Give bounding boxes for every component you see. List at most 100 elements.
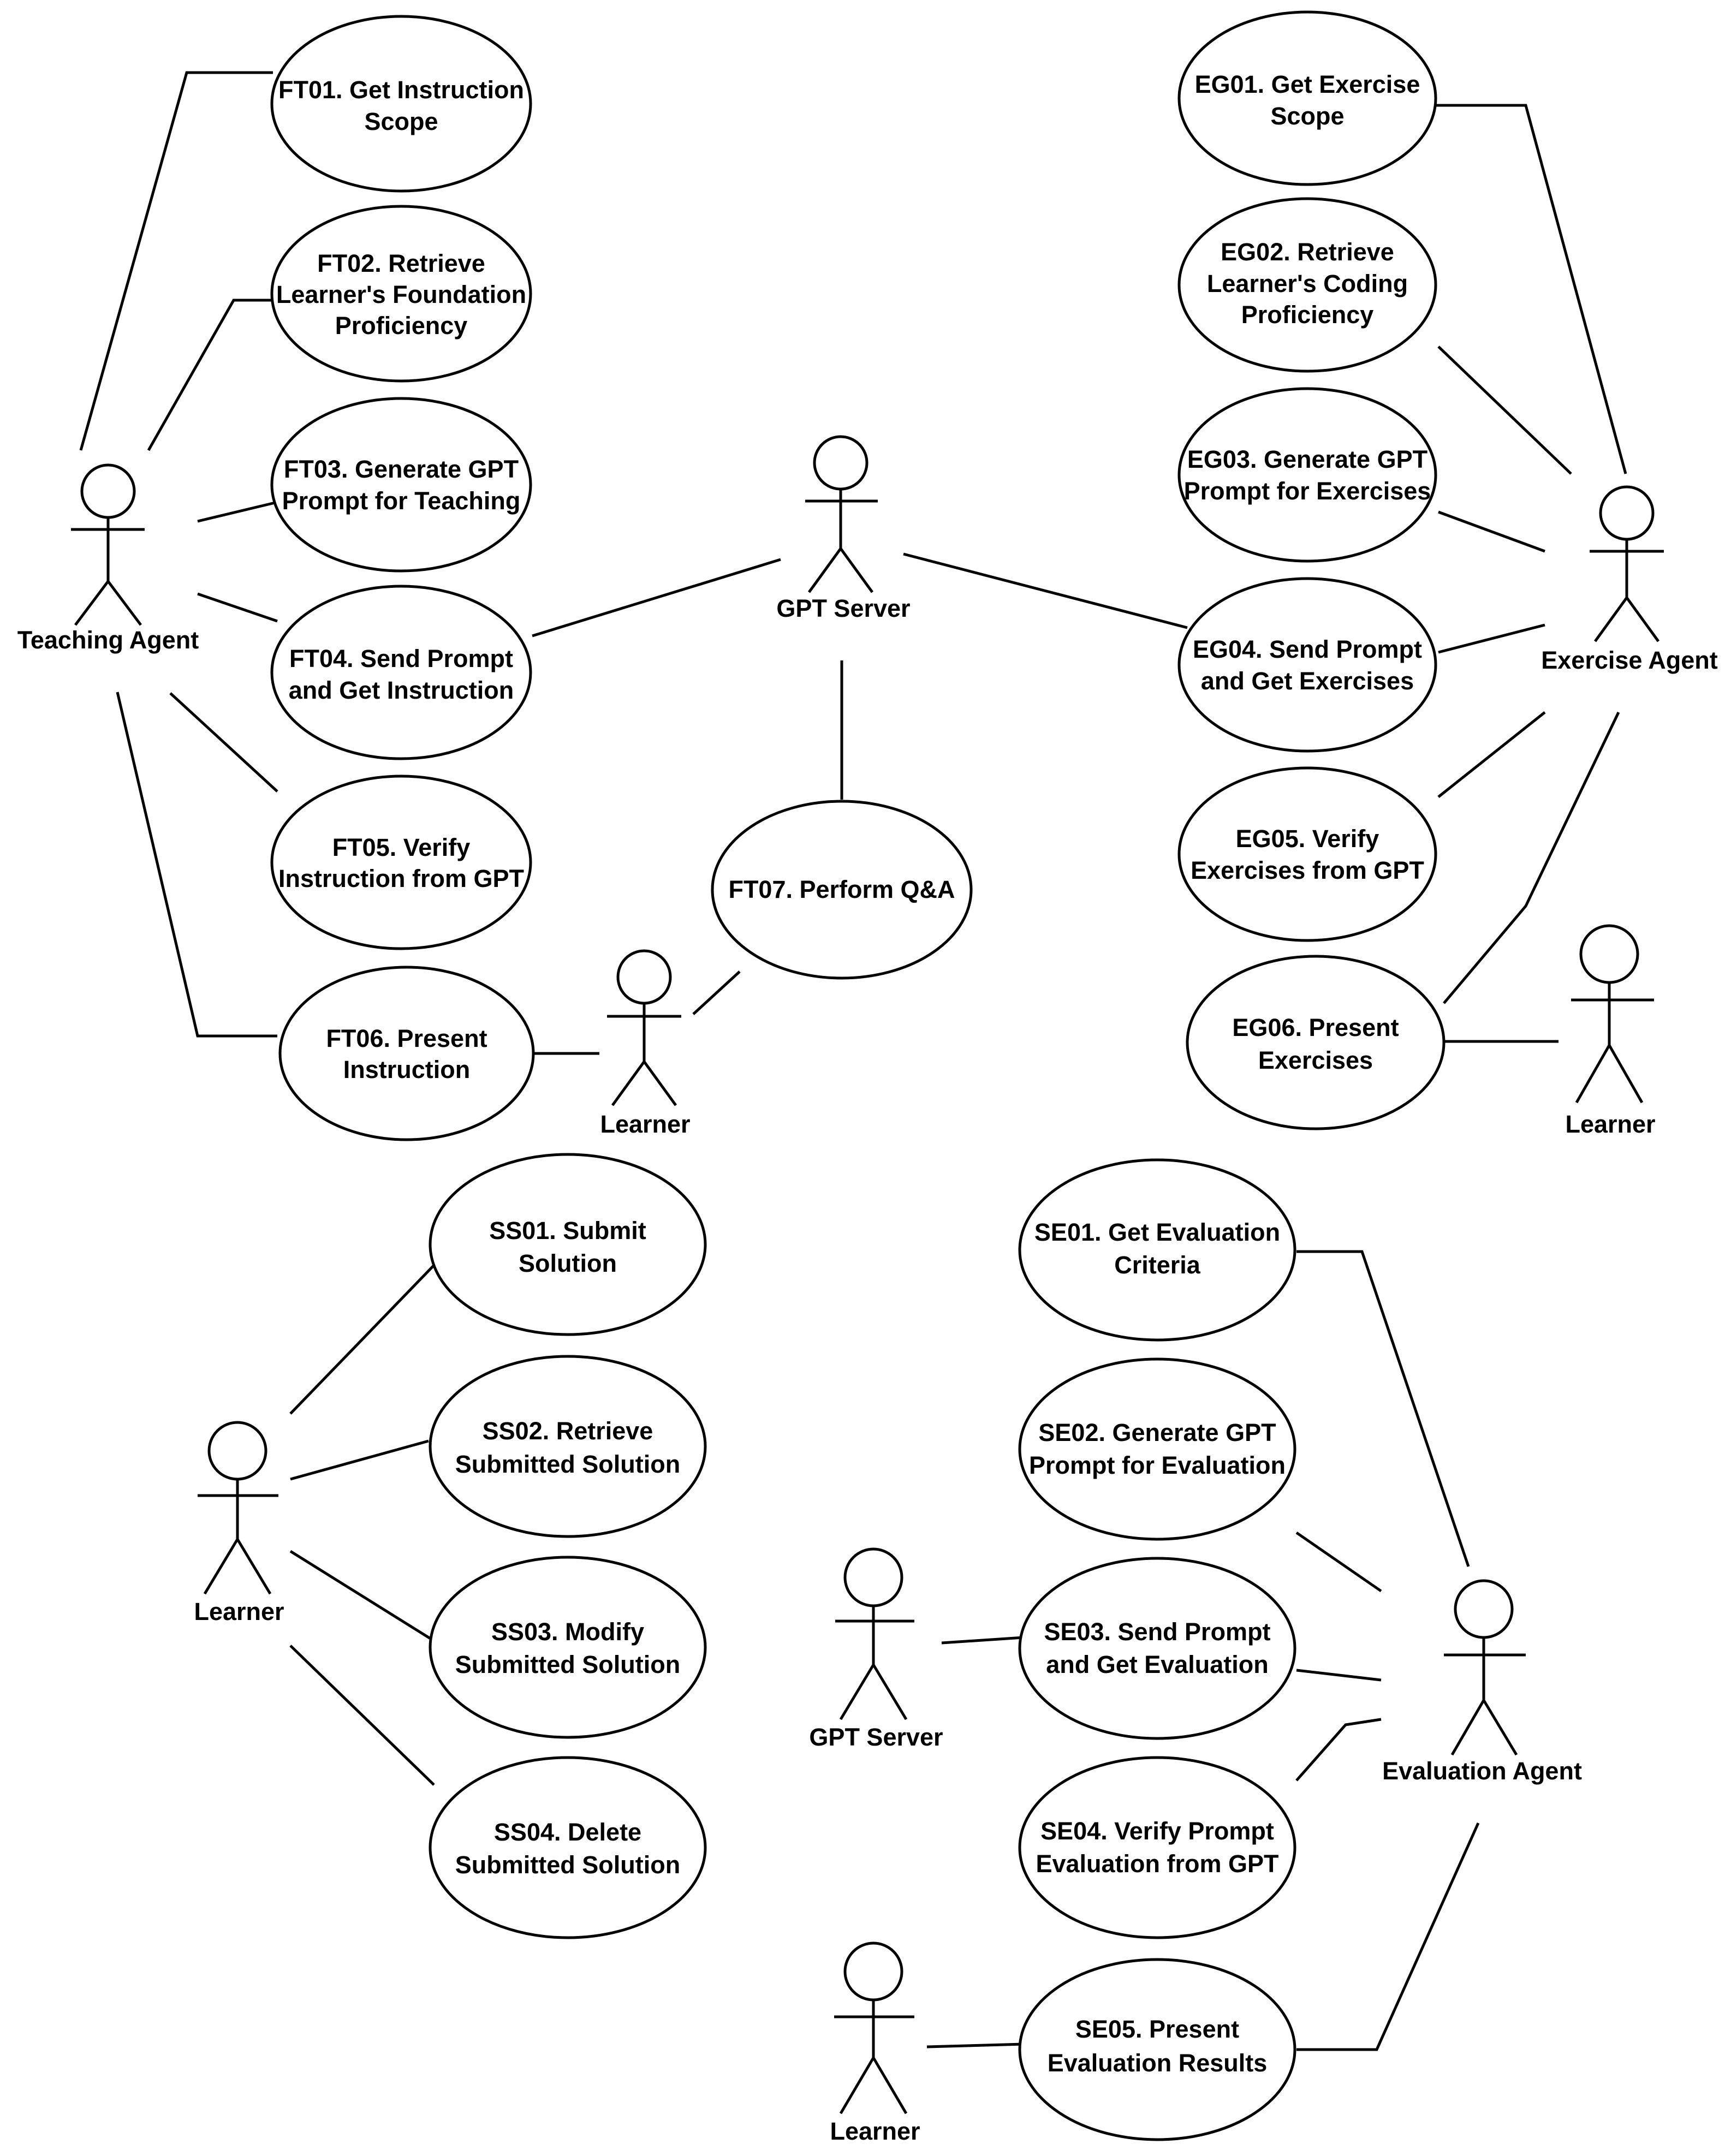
use-case-label-line: Proficiency xyxy=(335,312,468,340)
actor-learner-ft[interactable]: Learner xyxy=(600,949,691,1138)
actor-learner-se[interactable]: Learner xyxy=(830,1941,920,2145)
stick-figure-icon xyxy=(835,1547,914,1720)
actor-teaching-agent[interactable]: Teaching Agent xyxy=(17,463,199,654)
actor-gpt-server-top[interactable]: GPT Server xyxy=(776,435,911,622)
use-case-label-line: FT03. Generate GPT xyxy=(284,455,519,483)
use-case-label-line: SE04. Verify Prompt xyxy=(1040,1817,1274,1845)
assoc-evaluation-se03 xyxy=(1296,1669,1382,1682)
stick-figure-icon xyxy=(805,435,878,593)
use-case-label-line: Exercises xyxy=(1258,1046,1373,1074)
use-case-label-line: Criteria xyxy=(1114,1251,1201,1279)
actors: Teaching Agent GPT Server Exercise Age xyxy=(17,435,1718,2145)
assoc-teaching-ft03 xyxy=(197,501,278,523)
assoc-evaluation-se04 xyxy=(1295,1718,1382,1782)
use-case-label-line: EG04. Send Prompt xyxy=(1193,635,1422,663)
use-case-label-line: FT01. Get Instruction xyxy=(278,76,524,104)
assoc-exercise-eg02 xyxy=(1437,346,1572,475)
use-case-label-line: SS04. Delete xyxy=(494,1818,641,1846)
use-case-label-line: and Get Exercises xyxy=(1201,667,1414,695)
stick-figure-icon xyxy=(71,463,145,626)
use-case-label-line: SE02. Generate GPT xyxy=(1038,1419,1276,1446)
assoc-learner-ss03 xyxy=(289,1550,432,1641)
use-case-label-line: and Get Evaluation xyxy=(1046,1651,1269,1678)
stick-figure-icon xyxy=(1590,485,1664,642)
actor-learner-ss[interactable]: Learner xyxy=(194,1421,284,1625)
assoc-teaching-ft06 xyxy=(116,692,277,1038)
actor-label: Learner xyxy=(600,1110,690,1138)
use-case-label-line: EG01. Get Exercise xyxy=(1195,70,1420,98)
use-case-label-line: Solution xyxy=(519,1249,617,1277)
assoc-learner-ss01 xyxy=(289,1264,435,1415)
use-case-ft04[interactable]: FT04. Send Prompt and Get Instruction xyxy=(270,585,532,760)
use-case-label-line: Prompt for Exercises xyxy=(1184,477,1431,505)
use-case-label-line: EG03. Generate GPT xyxy=(1187,445,1427,473)
assoc-evaluation-se02 xyxy=(1295,1531,1382,1593)
actor-gpt-server-bottom[interactable]: GPT Server xyxy=(809,1547,943,1751)
use-case-label-line: Learner's Coding xyxy=(1207,270,1408,297)
association-lines xyxy=(79,71,1627,2051)
use-case-label-line: SE01. Get Evaluation xyxy=(1034,1218,1280,1246)
use-case-label-line: SS02. Retrieve xyxy=(483,1417,653,1445)
use-case-eg03[interactable]: EG03. Generate GPT Prompt for Exercises xyxy=(1177,387,1437,563)
actor-label: Exercise Agent xyxy=(1541,646,1717,674)
use-case-label-line: Scope xyxy=(1270,102,1344,130)
use-case-label-line: and Get Instruction xyxy=(289,676,514,704)
use-case-eg04[interactable]: EG04. Send Prompt and Get Exercises xyxy=(1177,577,1437,753)
svg-text:FT07. Perform Q&A: FT07. Perform Q&A xyxy=(728,875,955,903)
assoc-exercise-eg05 xyxy=(1437,711,1546,798)
actor-label: Learner xyxy=(1565,1110,1655,1138)
use-case-label-line: Evaluation Results xyxy=(1048,2049,1268,2077)
assoc-gpt-eg04 xyxy=(903,552,1188,629)
assoc-gpt-ft04 xyxy=(532,558,781,638)
assoc-exercise-eg04 xyxy=(1438,623,1545,654)
actor-learner-eg[interactable]: Learner xyxy=(1565,924,1656,1138)
use-case-label-line: Evaluation from GPT xyxy=(1036,1850,1278,1878)
assoc-gpt-se03 xyxy=(941,1636,1024,1645)
actor-label: Learner xyxy=(830,2117,920,2145)
stick-figure-icon xyxy=(834,1941,914,2115)
use-case-ft07[interactable]: FT07. Perform Q&A xyxy=(711,800,973,980)
use-case-label-line: FT04. Send Prompt xyxy=(289,645,513,672)
actor-evaluation-agent[interactable]: Evaluation Agent xyxy=(1382,1579,1582,1785)
use-case-label-line: Instruction xyxy=(343,1056,471,1083)
assoc-exercise-eg03 xyxy=(1438,510,1545,553)
use-case-label-line: Proficiency xyxy=(1241,301,1374,329)
actor-exercise-agent[interactable]: Exercise Agent xyxy=(1541,485,1718,674)
use-case-label-line: FT05. Verify xyxy=(332,833,471,861)
use-case-label-line: Submitted Solution xyxy=(455,1851,680,1879)
